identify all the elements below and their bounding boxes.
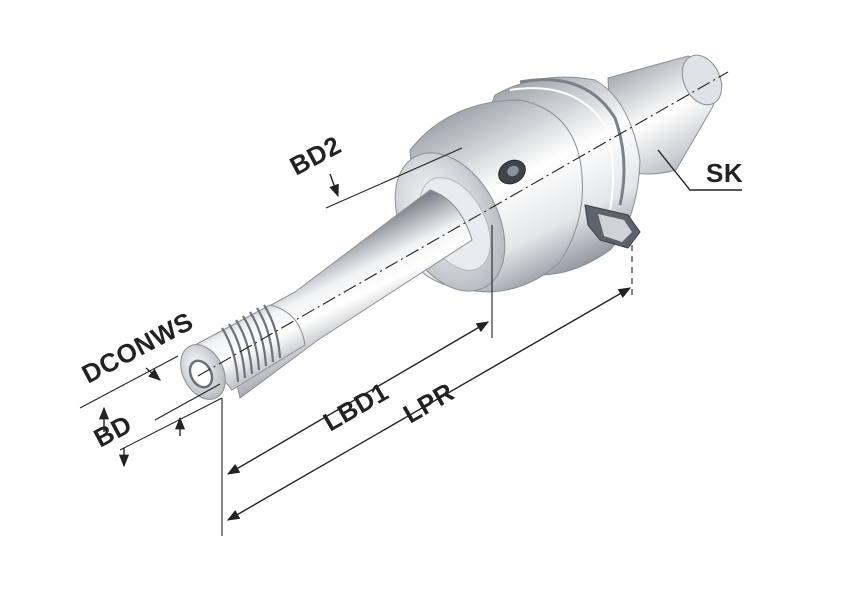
clamping-screw-hex <box>507 165 519 177</box>
label-dconws: DCONWS <box>77 306 198 389</box>
lpr-dimension-line <box>226 287 632 521</box>
sk-leader <box>657 149 742 191</box>
flange-groove <box>519 78 626 206</box>
drive-slot-highlight <box>598 214 632 242</box>
dconws-arrow <box>145 367 161 381</box>
flange-groove-inner <box>509 87 615 211</box>
dimension-lines <box>98 149 742 521</box>
tool-holder-body <box>180 54 723 400</box>
bd2-arrow <box>329 173 339 198</box>
label-bd2: BD2 <box>285 130 346 182</box>
label-lpr: LPR <box>398 376 459 429</box>
label-bd: BD <box>89 409 137 454</box>
label-lbd1: LBD1 <box>318 376 394 437</box>
extension-lines <box>79 147 633 536</box>
cone-end-face <box>681 54 723 106</box>
label-sk: SK <box>706 158 743 188</box>
